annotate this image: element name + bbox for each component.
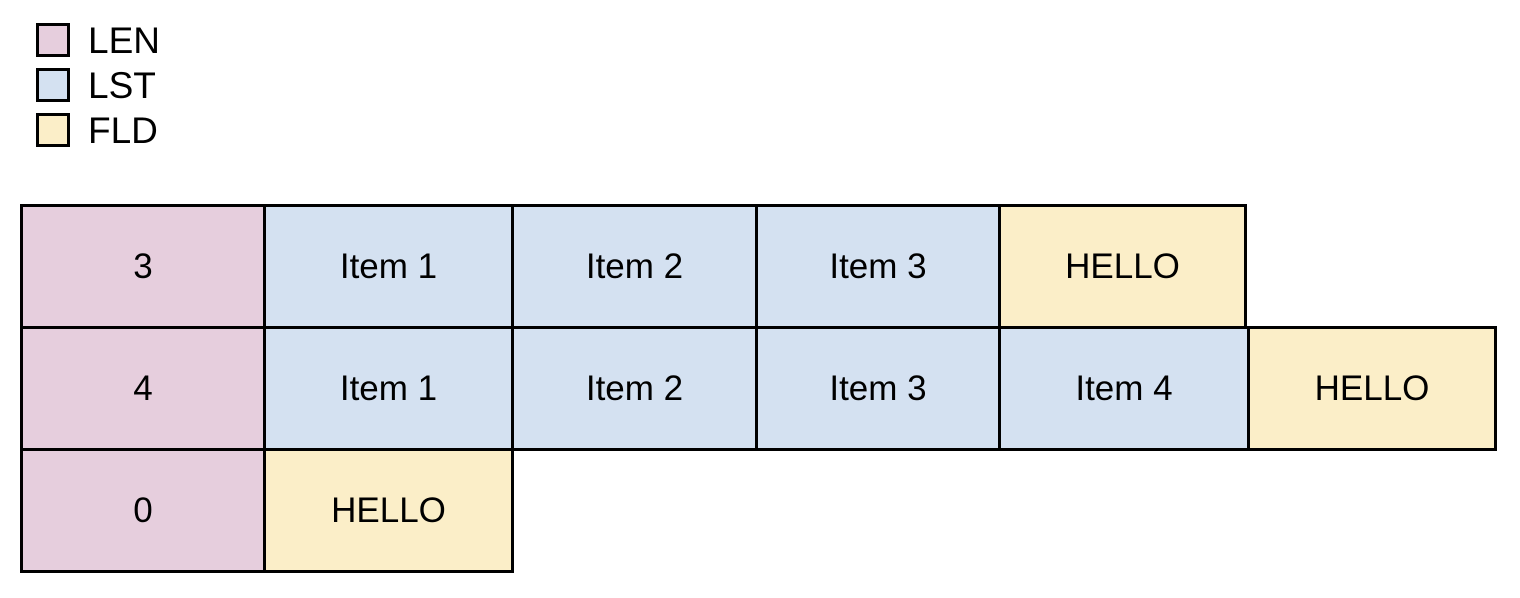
grid-cell-lst: Item 2 [511, 326, 758, 451]
grid-cell-fld: HELLO [1247, 326, 1497, 451]
legend-swatch-fld-icon [36, 113, 70, 147]
legend-swatch-lst-icon [36, 68, 70, 102]
grid-cell-lst: Item 1 [263, 326, 514, 451]
grid-cell-fld: HELLO [998, 204, 1247, 329]
legend-label: FLD [88, 109, 158, 151]
grid-cell-len: 4 [20, 326, 266, 451]
grid-cell-len: 0 [20, 448, 266, 573]
grid-cell-lst: Item 4 [998, 326, 1250, 451]
grid-cell-lst: Item 1 [263, 204, 514, 329]
legend-swatch-len-icon [36, 23, 70, 57]
grid-cell-lst: Item 2 [511, 204, 758, 329]
legend-label: LEN [88, 19, 160, 61]
grid-cell-lst: Item 3 [755, 326, 1001, 451]
grid-cell-fld: HELLO [263, 448, 514, 573]
legend-item-len: LEN [36, 19, 160, 61]
legend-item-lst: LST [36, 64, 160, 106]
legend-item-fld: FLD [36, 109, 160, 151]
legend-label: LST [88, 64, 156, 106]
grid-cell-len: 3 [20, 204, 266, 329]
grid-cell-lst: Item 3 [755, 204, 1001, 329]
